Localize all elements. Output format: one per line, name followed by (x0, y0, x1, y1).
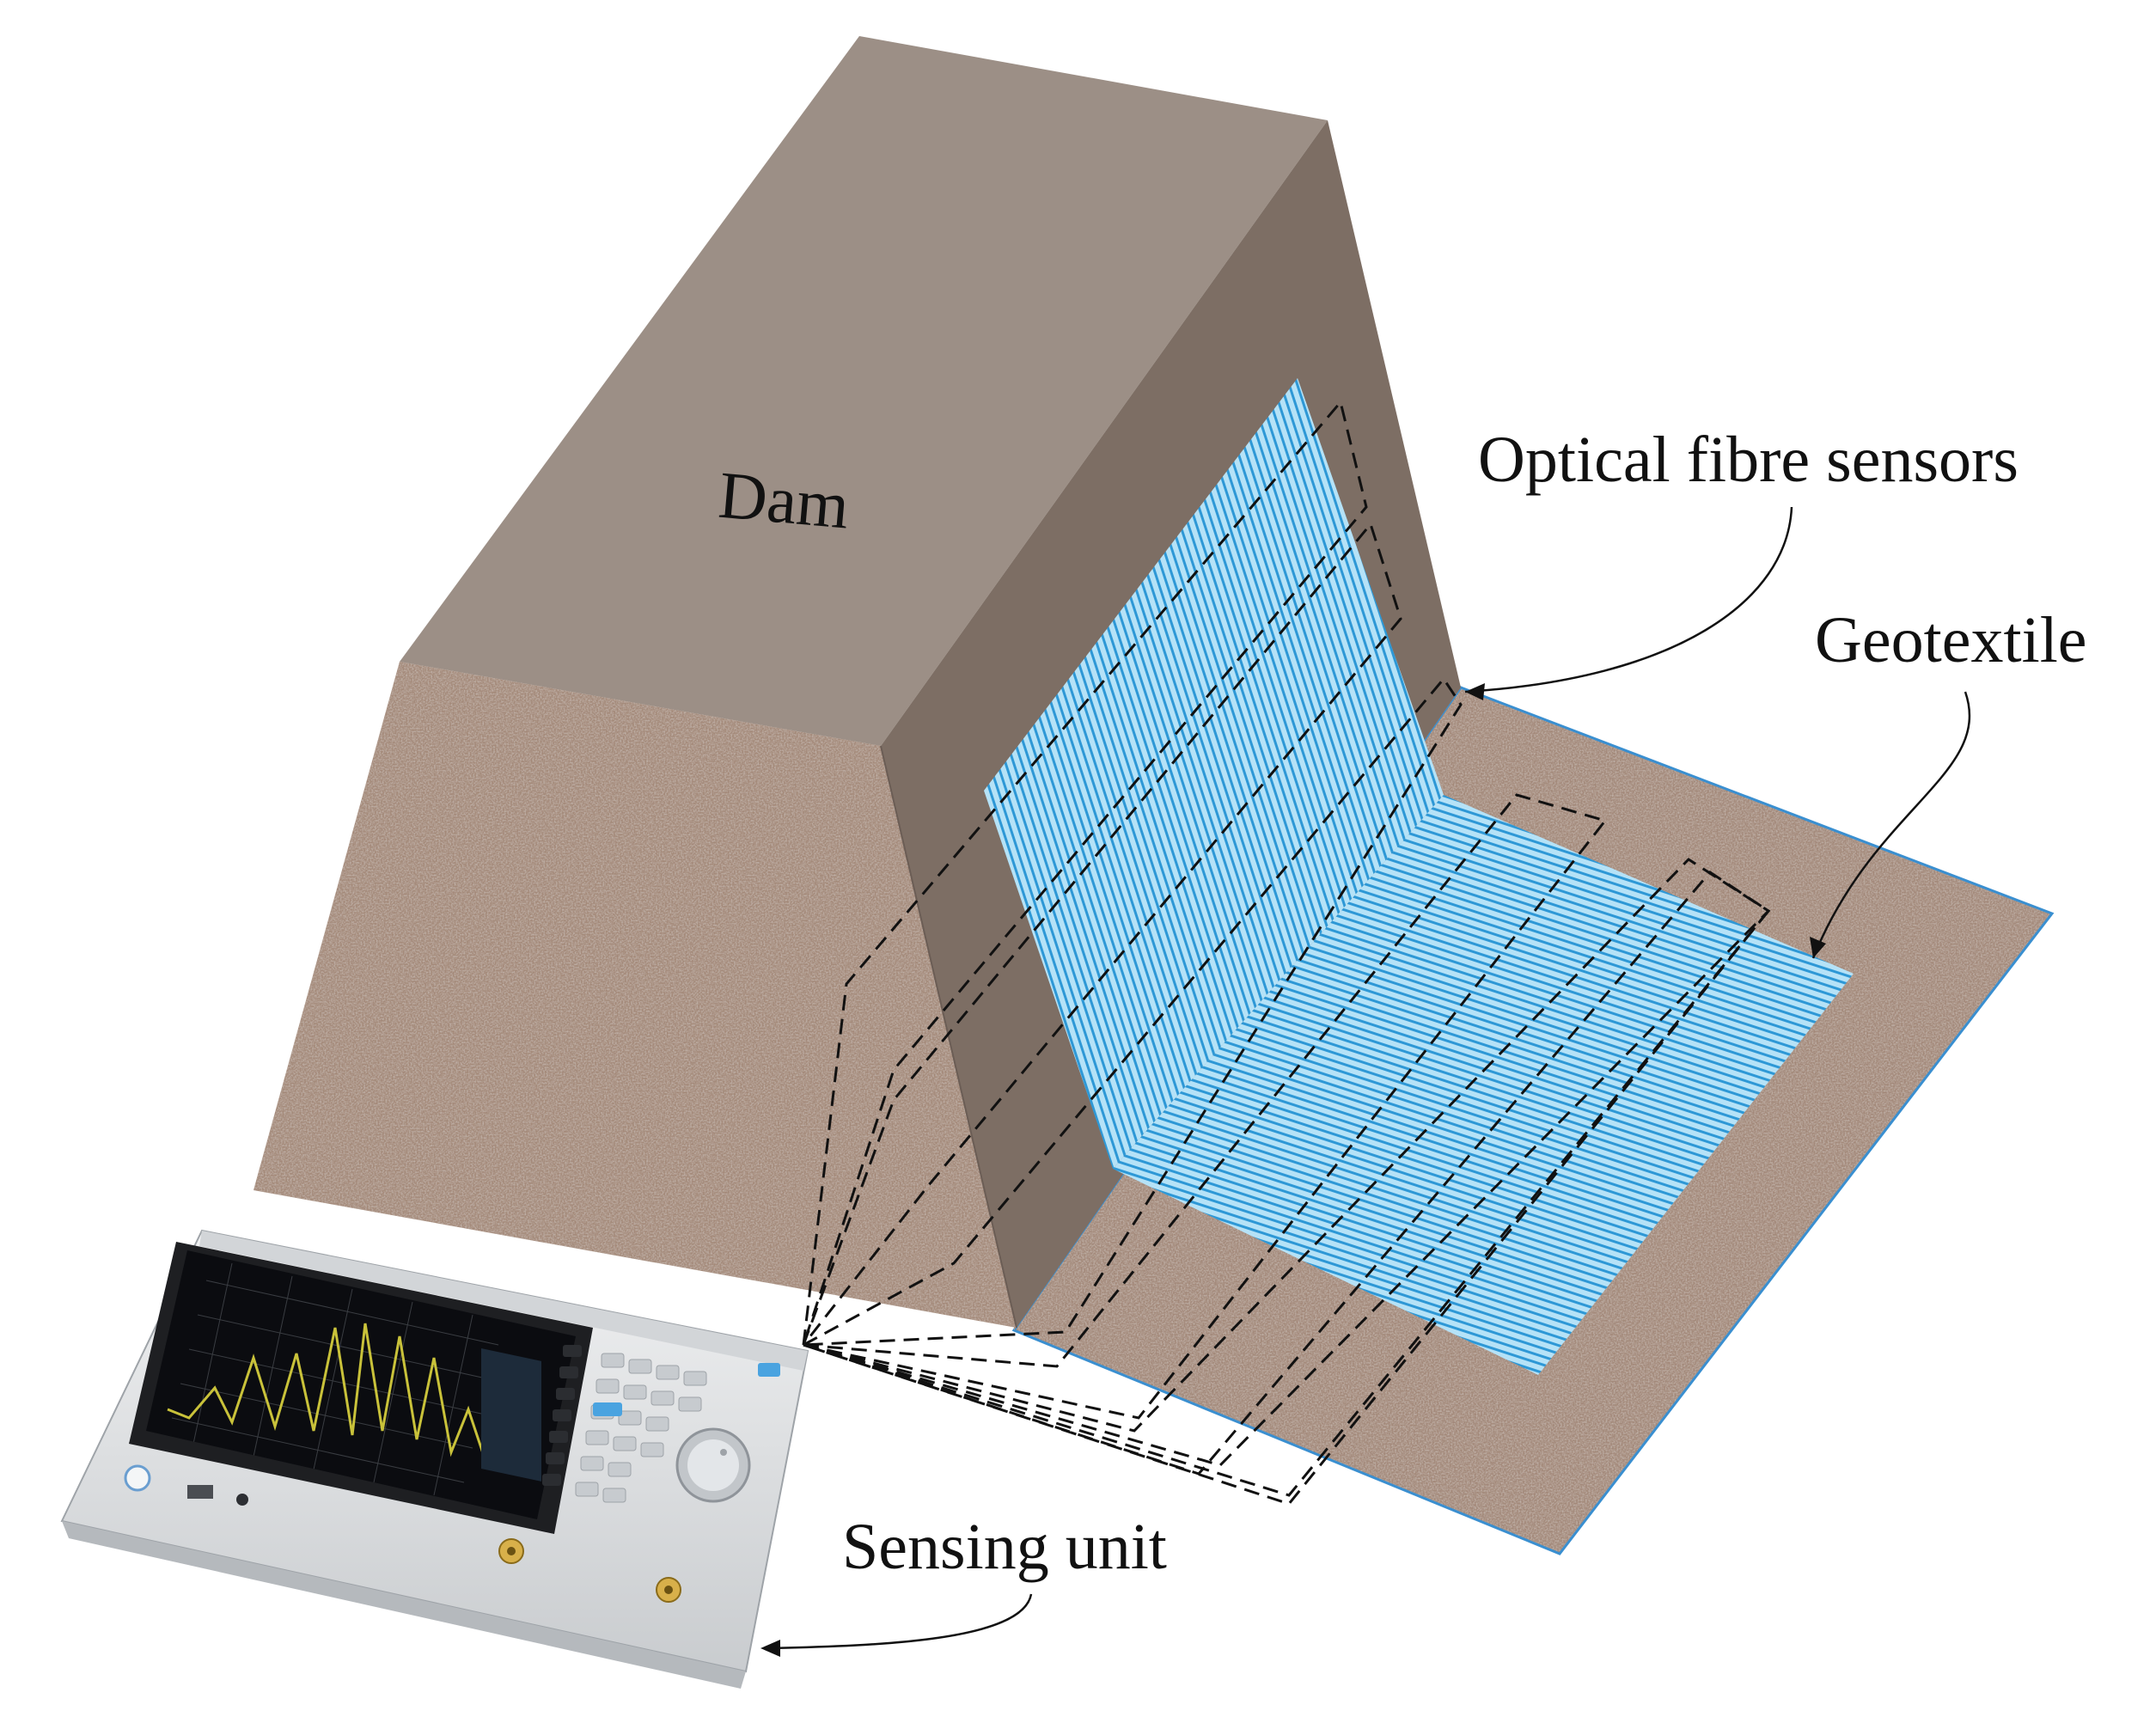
power-icon[interactable] (124, 1464, 151, 1492)
blue-key-2[interactable] (593, 1402, 622, 1416)
label-dam: Dam (716, 457, 852, 543)
fibre-arrow (1464, 506, 1793, 694)
spectrum-trace (167, 1323, 487, 1462)
geotextile-arrow (1811, 691, 1971, 959)
audio-port (236, 1494, 248, 1506)
annotation-arrows (768, 506, 1971, 1650)
arrow-icon (760, 683, 1826, 1657)
tg-source-port (498, 1538, 524, 1564)
sensing-unit-arrow (768, 1593, 1033, 1650)
spectrum-display (167, 1262, 541, 1496)
optical-fibre-sensors (802, 399, 1771, 1506)
dam-body (253, 36, 1461, 1329)
dam-crest (400, 36, 1328, 746)
soft-keys[interactable] (542, 1345, 582, 1486)
blue-key[interactable] (758, 1363, 780, 1377)
label-optical-fibre-sensors: Optical fibre sensors (1478, 424, 2019, 496)
label-geotextile: Geotextile (1815, 604, 2087, 676)
rotary-knob-icon[interactable] (675, 1427, 751, 1503)
rf-input-port (656, 1577, 681, 1603)
label-sensing-unit: Sensing unit (842, 1511, 1167, 1583)
sensing-unit (60, 1229, 809, 1689)
geotextile-base-panel (1113, 795, 1854, 1375)
device-screen (146, 1250, 576, 1519)
usb-port-icon (187, 1485, 213, 1499)
